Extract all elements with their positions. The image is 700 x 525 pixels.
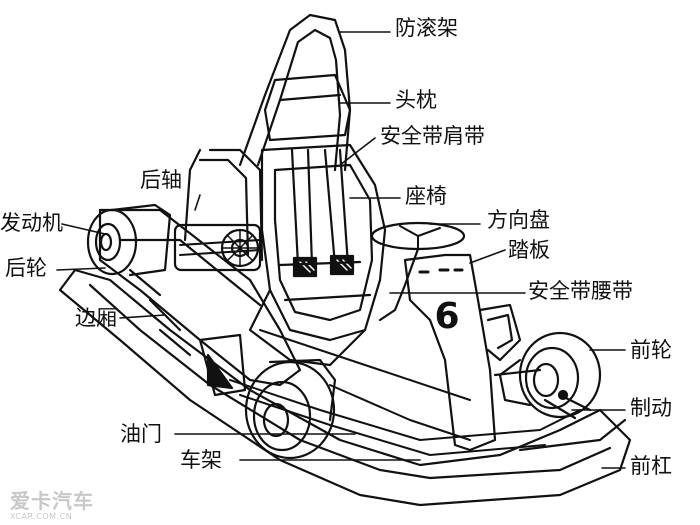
front-wheel bbox=[493, 331, 602, 419]
label-steering-wheel: 方向盘 bbox=[487, 208, 550, 232]
watermark-main: 爱卡汽车 bbox=[10, 489, 94, 513]
nose-panel bbox=[403, 253, 522, 452]
label-pedal: 踏板 bbox=[508, 238, 550, 262]
label-front-wheel: 前轮 bbox=[630, 338, 672, 362]
rear-wheel bbox=[86, 203, 172, 277]
label-engine: 发动机 bbox=[0, 211, 63, 235]
leader-lines bbox=[56, 31, 626, 469]
label-seat: 座椅 bbox=[405, 184, 447, 208]
steering bbox=[370, 221, 466, 322]
label-roll-bar: 防滚架 bbox=[395, 16, 458, 40]
headrest bbox=[263, 73, 352, 142]
watermark-sub: XCAR.COM.CN bbox=[10, 512, 73, 521]
seat-belts bbox=[278, 148, 372, 302]
seat bbox=[248, 143, 387, 367]
label-frame: 车架 bbox=[180, 448, 222, 472]
roll-bar bbox=[183, 13, 352, 262]
label-shoulder-belt: 安全带肩带 bbox=[380, 124, 485, 148]
watermark: 爱卡汽车 XCAR.COM.CN bbox=[10, 485, 94, 521]
side-panel bbox=[198, 333, 247, 397]
chassis-floor bbox=[58, 268, 632, 507]
kart-number: 6 bbox=[434, 296, 459, 337]
engine bbox=[173, 223, 262, 272]
label-side-pod: 边厢 bbox=[75, 306, 117, 330]
label-rear-wheel: 后轮 bbox=[5, 256, 47, 280]
label-brake: 制动 bbox=[630, 396, 672, 420]
near-wheel bbox=[244, 358, 337, 460]
label-headrest: 头枕 bbox=[395, 88, 437, 112]
brake bbox=[543, 389, 592, 420]
label-throttle: 油门 bbox=[120, 422, 162, 446]
label-lap-belt: 安全带腰带 bbox=[528, 279, 633, 303]
label-front-bumper: 前杠 bbox=[630, 454, 672, 478]
label-rear-axle: 后轴 bbox=[140, 168, 182, 192]
front-bumper-shape bbox=[518, 418, 627, 452]
